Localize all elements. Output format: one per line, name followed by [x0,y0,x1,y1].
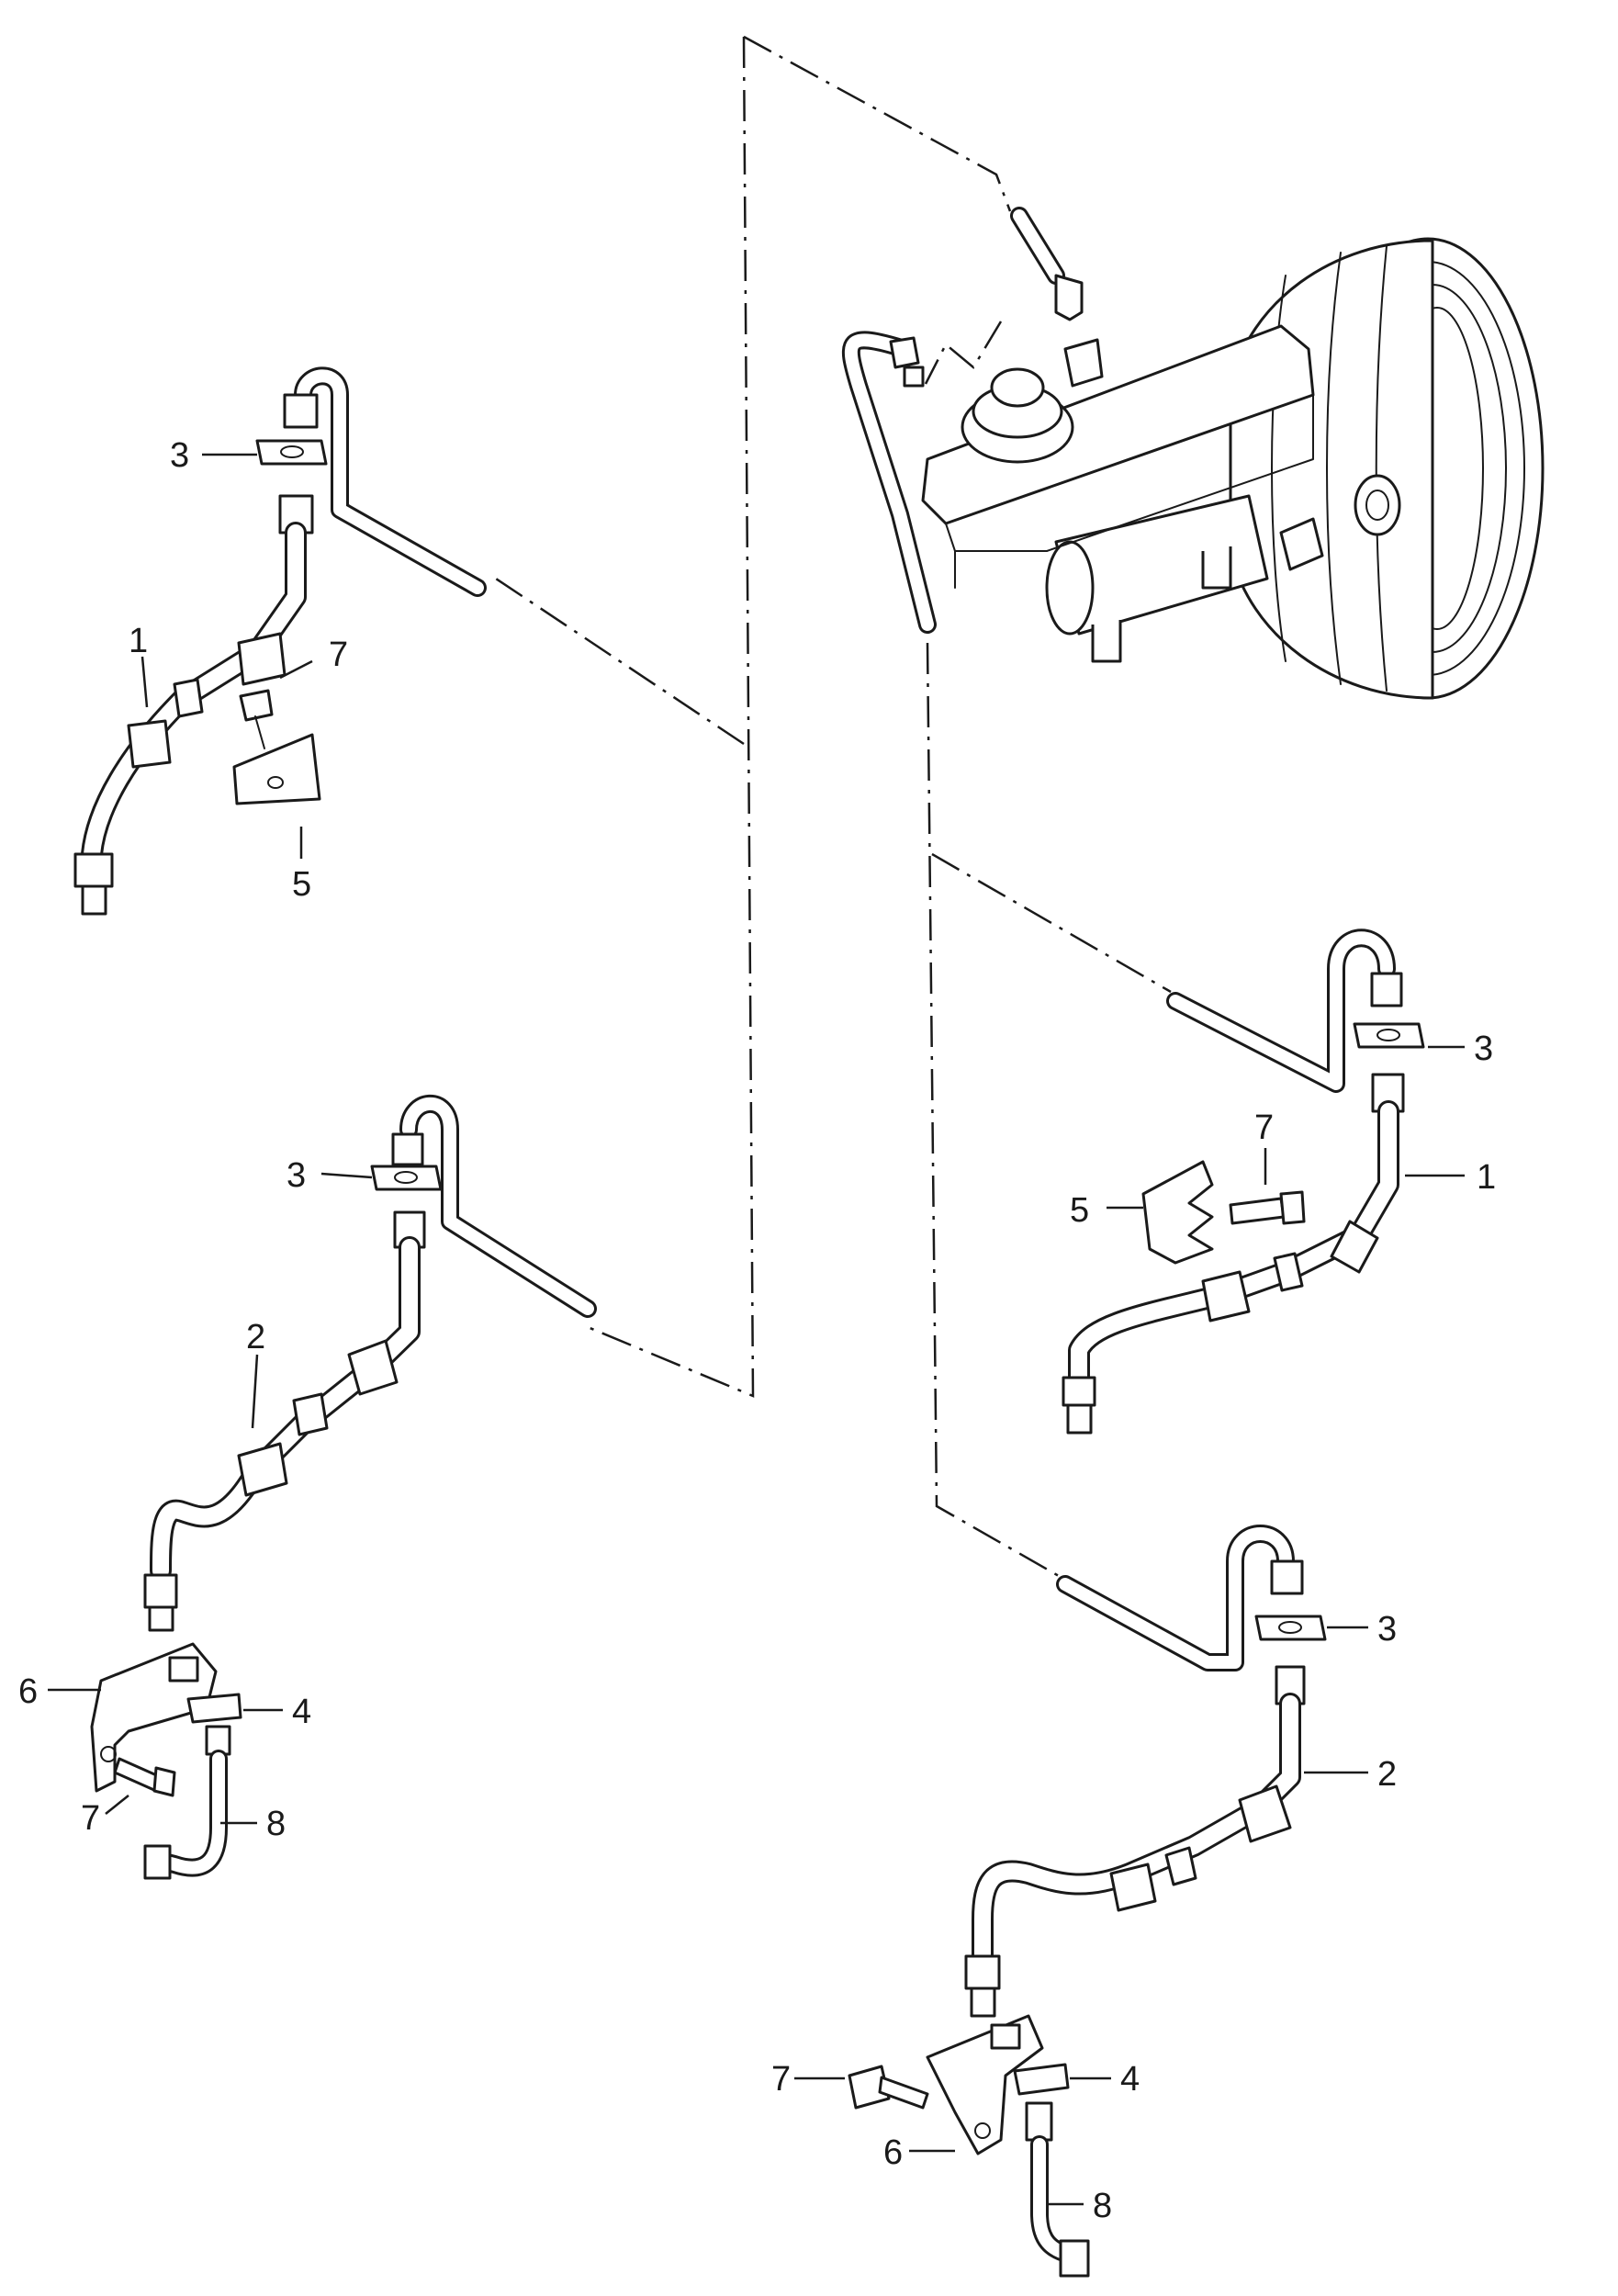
connection-lines [495,35,1172,1581]
group-top-left [73,366,487,916]
mounting-bracket [926,2014,1044,2155]
retaining-clip [370,1165,443,1191]
bolt [239,689,274,722]
group-bottom-right [848,1525,1327,2278]
callout-labels: 3 1 7 5 3 2 6 4 7 8 3 7 5 1 3 2 7 4 6 8 [18,436,1496,2225]
hose-bracket [232,733,321,805]
callout-8-bottom-right: 8 [1093,2187,1112,2225]
retaining-clip [1254,1615,1327,1641]
spring-clip [186,1693,242,1724]
bolt [848,2065,891,2110]
callout-6-middle-left: 6 [18,1672,38,1711]
retaining-clip [1353,1022,1425,1049]
bolt [1229,1197,1286,1225]
callout-1-middle-right: 1 [1477,1158,1496,1197]
callout-3-middle-right: 3 [1474,1030,1493,1068]
callout-4-middle-left: 4 [292,1693,311,1731]
callout-4-bottom-right: 4 [1120,2060,1140,2099]
group-middle-right [1062,929,1425,1435]
spring-clip [1013,2063,1070,2096]
callout-3-bottom-right: 3 [1377,1610,1397,1649]
callout-7-bottom-right: 7 [771,2060,791,2099]
callout-3-middle-left: 3 [287,1156,306,1195]
callout-7-top-left: 7 [329,636,348,674]
brake-booster-assembly [921,207,1545,700]
callout-1-top-left: 1 [129,622,148,660]
callout-6-bottom-right: 6 [883,2133,903,2172]
callout-5-middle-right: 5 [1070,1191,1089,1230]
callout-7-middle-right: 7 [1254,1109,1274,1147]
callout-8-middle-left: 8 [266,1805,286,1843]
callout-7-middle-left: 7 [81,1799,100,1838]
callout-3-top-left: 3 [170,436,189,475]
callout-5-top-left: 5 [292,865,311,904]
callout-leaders [48,453,1465,2206]
pipe-nut [283,393,319,429]
hose-bracket [1141,1160,1214,1265]
group-middle-left [90,1094,597,1880]
master-cylinder-pipe [841,331,937,634]
callout-2-bottom-right: 2 [1377,1755,1397,1794]
callout-2-middle-left: 2 [246,1318,265,1356]
retaining-clip [255,439,328,466]
